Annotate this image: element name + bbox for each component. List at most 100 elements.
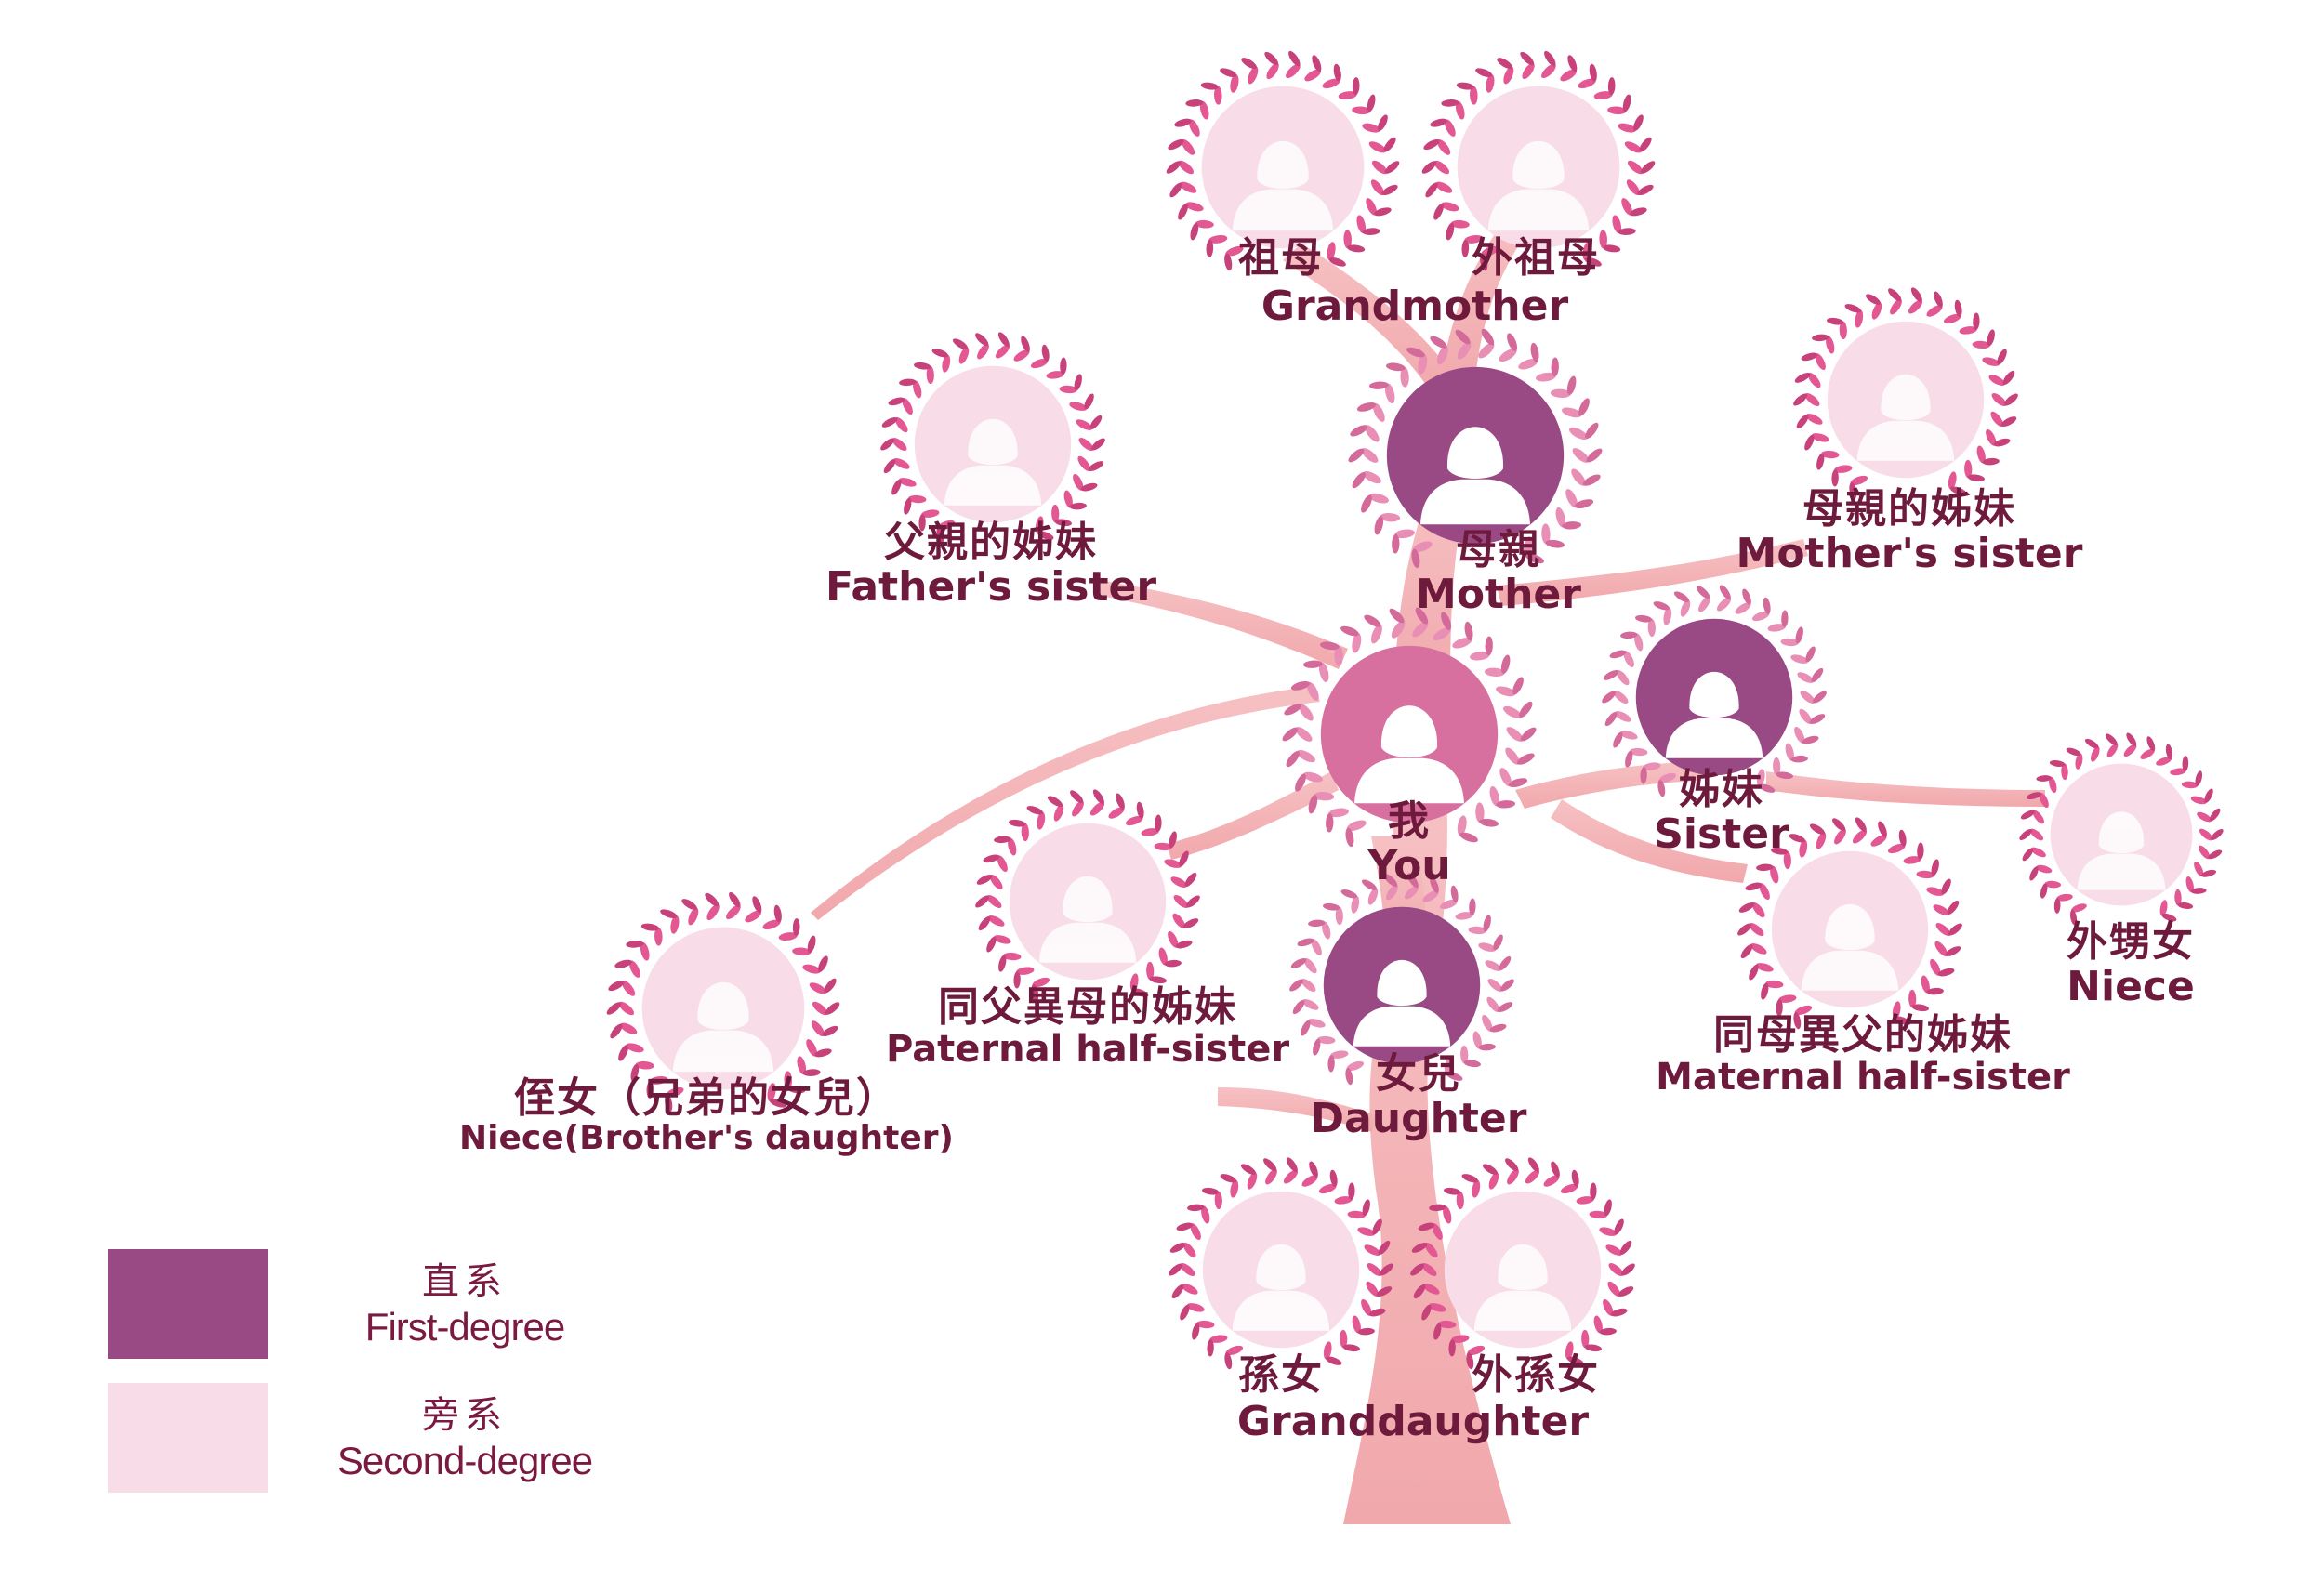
label-mother-en: Mother xyxy=(1416,570,1581,618)
legend-swatch-second-degree xyxy=(108,1383,268,1493)
legend-second-degree-en: Second-degree xyxy=(337,1439,593,1482)
person-icon xyxy=(944,418,1042,506)
avatar-node-maternal-half-sister xyxy=(1737,817,1962,1030)
person-icon xyxy=(1856,374,1955,461)
label-paternal-half-sister-en: Paternal half-sister xyxy=(885,1027,1290,1071)
label-niece-brother: 侄女（兄弟的女兒） Niece(Brother's daughter) xyxy=(459,1076,954,1156)
label-grandmother-shared: Grandmother xyxy=(1261,284,1568,329)
label-mother-zh: 母親 xyxy=(1455,526,1541,573)
label-grandmother-right-zh: 外祖母 xyxy=(1472,234,1600,282)
wreath-icon xyxy=(1348,328,1603,569)
avatar-node-daughter xyxy=(1289,873,1514,1086)
person-icon xyxy=(2077,811,2166,890)
person-icon xyxy=(1473,1244,1572,1331)
label-mothers-sister-en: Mother's sister xyxy=(1736,529,2083,577)
label-maternal-half-sister-zh: 同母異父的姊妹 xyxy=(1712,1011,2013,1059)
wreath-icon xyxy=(1602,585,1827,797)
label-granddaughter-shared: Granddaughter xyxy=(1237,1400,1589,1444)
label-grandmother-left-zh: 祖母 xyxy=(1238,234,1324,282)
label-grandmother-en: Grandmother xyxy=(1261,283,1569,330)
avatar-node-grandmother-left xyxy=(1166,50,1400,271)
label-daughter-en: Daughter xyxy=(1310,1094,1527,1142)
wreath-icon xyxy=(606,891,840,1113)
legend-first-degree-en: First-degree xyxy=(364,1305,565,1349)
wreath-icon xyxy=(1410,1157,1635,1370)
label-mothers-sister: 母親的姊妹 Mother's sister xyxy=(1736,487,2083,575)
avatar-node-granddaughter-right xyxy=(1410,1157,1635,1370)
person-icon xyxy=(1353,959,1451,1047)
wreath-icon xyxy=(1166,50,1400,271)
label-granddaughter-left: 孫女 xyxy=(1238,1353,1324,1398)
branch-to-paternal-half-sister xyxy=(1167,771,1339,860)
legend-first-degree: 直系 First-degree xyxy=(364,1251,565,1350)
avatar-node-niece-sister xyxy=(2019,732,2224,926)
person-icon xyxy=(672,981,774,1073)
label-niece-sister: 外甥女 Niece xyxy=(2067,920,2195,1008)
branch-to-fathers-sister xyxy=(1097,580,1348,669)
label-you-zh: 我 xyxy=(1388,797,1431,845)
avatar-node-fathers-sister xyxy=(880,332,1105,545)
trunk xyxy=(1343,771,1511,1524)
wreath-icon xyxy=(1169,1157,1393,1370)
wreath-icon xyxy=(1282,607,1537,848)
label-niece-sister-zh: 外甥女 xyxy=(2067,918,2195,966)
label-granddaughter-left-zh: 孫女 xyxy=(1238,1351,1324,1399)
avatar-node-mother xyxy=(1348,328,1603,569)
branch-to-grandmother-left xyxy=(1283,244,1464,400)
person-icon xyxy=(1232,1244,1330,1331)
legend-second-degree-zh: 旁系 xyxy=(422,1395,508,1436)
label-mothers-sister-zh: 母親的姊妹 xyxy=(1802,485,2016,533)
label-niece-brother-zh: 侄女（兄弟的女兒） xyxy=(514,1074,899,1122)
label-maternal-half-sister: 同母異父的姊妹 Maternal half-sister xyxy=(1656,1013,2070,1098)
branch-to-niece-sister xyxy=(1766,771,2045,807)
branch-to-sister xyxy=(1515,762,1701,809)
branch-daughter-stub xyxy=(1218,1087,1376,1132)
person-icon xyxy=(1487,140,1590,231)
label-fathers-sister-en: Father's sister xyxy=(825,562,1157,611)
person-icon xyxy=(1232,140,1334,231)
branch-to-mothers-sister xyxy=(1497,539,1808,606)
label-sister-en: Sister xyxy=(1654,810,1789,858)
wreath-icon xyxy=(2019,732,2224,926)
wreath-icon xyxy=(1421,50,1656,271)
label-niece-brother-en: Niece(Brother's daughter) xyxy=(459,1118,954,1157)
label-fathers-sister-zh: 父親的姊妹 xyxy=(884,519,1098,566)
avatar-node-granddaughter-left xyxy=(1169,1157,1393,1370)
person-icon xyxy=(1420,427,1530,525)
label-paternal-half-sister: 同父異母的姊妹 Paternal half-sister xyxy=(886,985,1289,1070)
label-mother: 母親 Mother xyxy=(1416,528,1581,616)
legend-first-degree-zh: 直系 xyxy=(422,1261,508,1302)
avatar-node-paternal-half-sister xyxy=(975,789,1200,1002)
label-niece-sister-en: Niece xyxy=(2067,962,2195,1010)
label-you: 我 You xyxy=(1367,799,1450,888)
wreath-icon xyxy=(1793,287,2018,500)
label-grandmother-right: 外祖母 xyxy=(1472,236,1600,281)
label-maternal-half-sister-en: Maternal half-sister xyxy=(1656,1055,2070,1099)
wreath-icon xyxy=(1737,817,1962,1030)
avatar-node-mothers-sister xyxy=(1793,287,2018,500)
wreath-icon xyxy=(880,332,1105,545)
branch-to-maternal-half-sister xyxy=(1551,799,1748,883)
person-icon xyxy=(1665,671,1763,758)
person-icon xyxy=(1354,705,1464,804)
avatar-node-niece-brother xyxy=(606,891,840,1113)
label-granddaughter-right: 外孫女 xyxy=(1472,1353,1600,1398)
label-paternal-half-sister-zh: 同父異母的姊妹 xyxy=(937,983,1237,1031)
avatar-node-grandmother-right xyxy=(1421,50,1656,271)
legend-second-degree: 旁系 Second-degree xyxy=(337,1385,593,1483)
avatar-nodes xyxy=(606,50,2224,1370)
label-granddaughter-en: Granddaughter xyxy=(1236,1398,1590,1445)
legend-swatch-first-degree xyxy=(108,1249,268,1359)
label-daughter-zh: 女兒 xyxy=(1376,1050,1461,1098)
label-granddaughter-right-zh: 外孫女 xyxy=(1472,1351,1600,1399)
label-sister: 姊妹 Sister xyxy=(1654,768,1789,856)
wreath-icon xyxy=(1289,873,1514,1086)
label-sister-zh: 姊妹 xyxy=(1678,766,1764,813)
person-icon xyxy=(1801,903,1899,991)
wreath-icon xyxy=(975,789,1200,1002)
label-you-en: You xyxy=(1367,841,1451,889)
label-grandmother-left: 祖母 xyxy=(1238,236,1324,281)
label-fathers-sister: 父親的姊妹 Father's sister xyxy=(825,520,1156,609)
avatar-node-sister xyxy=(1602,585,1827,797)
